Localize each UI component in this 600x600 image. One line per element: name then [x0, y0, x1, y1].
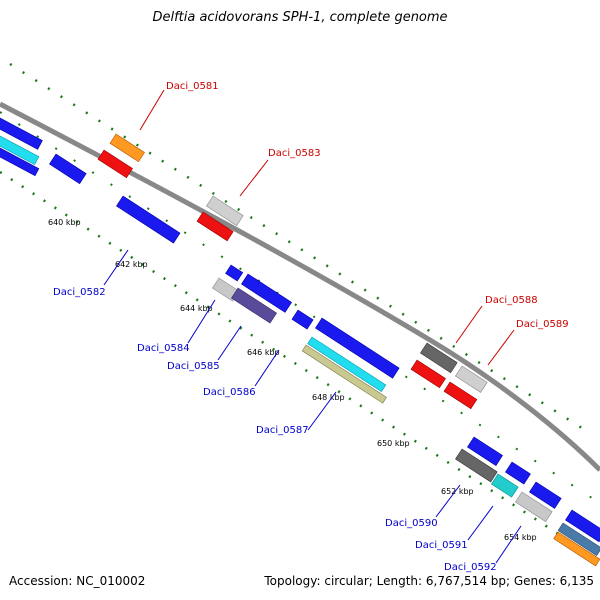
middle-dotted-ring [0, 111, 596, 501]
tick-label: 650 kbp [377, 439, 410, 448]
genome-summary-text: Topology: circular; Length: 6,767,514 bp… [264, 574, 594, 588]
inner-dotted-ring [0, 170, 561, 537]
map-title: Delftia acidovorans SPH-1, complete geno… [152, 10, 448, 25]
gene-block-0586[interactable] [241, 273, 293, 313]
gene-block-blue-left-2[interactable] [0, 147, 40, 177]
gene-label-forward[interactable]: Daci_0583 [268, 148, 321, 159]
gene-block-cyan-left[interactable] [0, 135, 40, 166]
gene-block-0592a[interactable] [529, 481, 562, 509]
tick-label: 640 kbp [48, 218, 81, 227]
tick-label: 648 kbp [312, 393, 345, 402]
gene-block-0585[interactable] [231, 287, 277, 324]
tick-label: 654 kbp [504, 533, 537, 542]
gene-label-reverse[interactable]: Daci_0587 [256, 425, 309, 436]
gene-label-reverse[interactable]: Daci_0582 [53, 287, 106, 298]
gene-labels-forward: Daci_0581 Daci_0583 Daci_0588 Daci_0589 [166, 81, 569, 330]
tick-label: 644 kbp [180, 304, 213, 313]
gene-block-0589[interactable] [455, 365, 488, 393]
gene-block-0581-red[interactable] [97, 149, 133, 179]
gene-block-0588-red[interactable] [410, 359, 446, 389]
gene-label-forward[interactable]: Daci_0581 [166, 81, 219, 92]
gene-label-reverse[interactable]: Daci_0592 [444, 562, 497, 573]
gene-block-0582[interactable] [116, 195, 181, 244]
gene-block-right-steel[interactable] [557, 522, 600, 557]
gene-block-0590[interactable] [455, 448, 498, 483]
gene-block-0583[interactable] [206, 195, 244, 227]
gene-block-0587-khaki[interactable] [301, 344, 387, 404]
gene-block-0589-red[interactable] [443, 381, 478, 410]
gene-block-0591a[interactable] [505, 461, 531, 485]
tick-label: 646 kbp [247, 348, 280, 357]
gene-block-right-orange[interactable] [553, 531, 600, 567]
gene-label-reverse[interactable]: Daci_0586 [203, 387, 256, 398]
gene-block-0590a[interactable] [467, 436, 503, 466]
gene-block-0587-blue[interactable] [315, 317, 400, 379]
gene-label-reverse[interactable]: Daci_0585 [167, 361, 220, 372]
gene-block-0587-cyan[interactable] [307, 336, 387, 393]
gene-label-forward[interactable]: Daci_0589 [516, 319, 569, 330]
accession-text: Accession: NC_010002 [9, 574, 146, 588]
gene-label-reverse[interactable]: Daci_0584 [137, 343, 190, 354]
gene-label-reverse[interactable]: Daci_0590 [385, 518, 438, 529]
tick-labels: 640 kbp 642 kbp 644 kbp 646 kbp 648 kbp … [48, 218, 537, 542]
gene-block-blue-left[interactable] [0, 117, 43, 150]
gene-block-0581[interactable] [109, 133, 145, 163]
outer-dotted-ring [9, 62, 586, 432]
gene-labels-reverse: Daci_0582 Daci_0584 Daci_0585 Daci_0586 … [53, 287, 497, 573]
gene-block-0583-red[interactable] [196, 211, 234, 242]
gene-label-forward[interactable]: Daci_0588 [485, 295, 538, 306]
label-leader-lines [103, 89, 522, 564]
forward-strand-genes [97, 133, 488, 410]
tick-label: 642 kbp [115, 260, 148, 269]
reverse-strand-genes [0, 117, 600, 567]
tick-label: 652 kbp [441, 487, 474, 496]
gene-block-0586a[interactable] [225, 264, 244, 282]
gene-block-0587a[interactable] [291, 309, 314, 330]
gene-block-0588[interactable] [420, 342, 458, 374]
gene-block-right-blue[interactable] [565, 509, 600, 543]
gene-label-reverse[interactable]: Daci_0591 [415, 540, 468, 551]
gene-block-0582a[interactable] [49, 153, 87, 185]
gene-block-0592[interactable] [515, 491, 553, 523]
gene-block-0591[interactable] [491, 473, 519, 498]
